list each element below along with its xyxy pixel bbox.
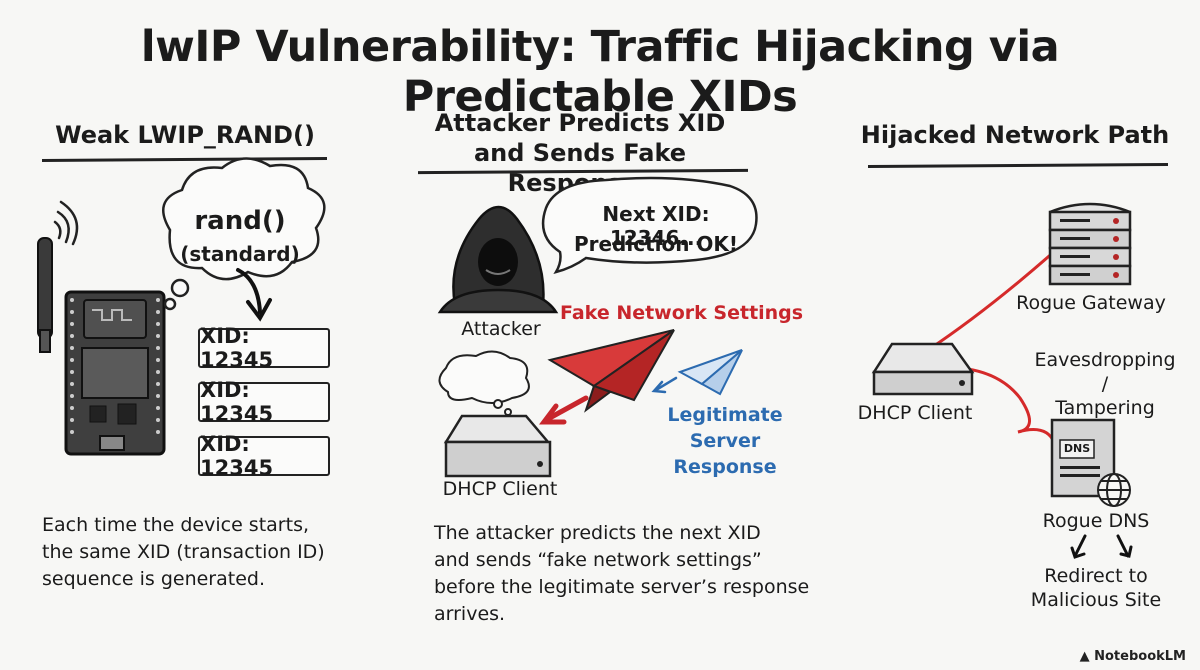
red-arrow-icon <box>539 395 589 425</box>
footer-text: NotebookLM <box>1094 649 1186 664</box>
col2-heading-line: Attacker Predicts XID <box>434 109 726 137</box>
eavesdropping-label: Eavesdropping / Tampering <box>1030 348 1180 420</box>
globe-icon <box>1097 473 1131 507</box>
red-paper-plane-icon <box>547 329 675 413</box>
eaves-line: Eavesdropping / <box>1034 349 1176 395</box>
col2-description-line: before the legitimate server’s response <box>434 576 810 598</box>
blue-paper-plane-icon <box>677 349 743 396</box>
notebooklm-watermark: ▲ NotebookLM <box>1080 649 1186 664</box>
attacker-label: Attacker <box>461 318 541 340</box>
redirect-line: Malicious Site <box>1030 589 1162 611</box>
dns-box-label: DNS <box>1063 442 1091 455</box>
col3-heading: Hijacked Network Path <box>860 121 1170 149</box>
col1-description-line: sequence is generated. <box>42 568 265 590</box>
antenna-icon <box>37 237 53 353</box>
col2-dhcp-client-label: DHCP Client <box>442 478 558 500</box>
circuit-board-icon <box>64 290 166 456</box>
thought-cloud-icon <box>162 157 326 311</box>
redirect-arrows-icon <box>1070 534 1133 559</box>
col3-dhcp-client-device-icon <box>871 342 975 396</box>
notebooklm-logo-icon: ▲ <box>1079 649 1090 664</box>
redirect-label: Redirect to Malicious Site <box>1026 564 1166 612</box>
wifi-signal-icon <box>53 200 79 246</box>
bubble-next-xid: Next XID: 12346... <box>602 202 710 250</box>
speech-bubble-icon <box>541 176 758 274</box>
hijack-path-lines <box>926 248 1058 444</box>
col2-description-line: arrives. <box>434 603 506 625</box>
small-thought-cloud-icon <box>438 350 530 416</box>
down-arrow-icon <box>236 268 272 322</box>
legitimate-response-label: Legitimate Server Response <box>640 402 810 480</box>
hooded-attacker-icon <box>437 205 559 314</box>
blue-arrow-icon <box>651 376 678 394</box>
col1-description-line: Each time the device starts, <box>42 514 310 536</box>
eaves-line: Tampering <box>1055 397 1155 419</box>
bubble-prediction-ok: Prediction OK! <box>573 232 739 256</box>
col3-dhcp-client-label: DHCP Client <box>857 402 973 424</box>
col2-description-line: and sends “fake network settings” <box>434 549 762 571</box>
legit-line: Legitimate Server <box>667 404 783 452</box>
rogue-gateway-label: Rogue Gateway <box>1016 292 1166 314</box>
col1-description-line: the same XID (transaction ID) <box>42 541 325 563</box>
col2-description-line: The attacker predicts the next XID <box>434 522 761 544</box>
cloud-rand: rand() <box>194 206 286 236</box>
col2-description: The attacker predicts the next XID and s… <box>434 520 814 628</box>
page-title: lwIP Vulnerability: Traffic Hijacking vi… <box>140 22 1060 122</box>
redirect-line: Redirect to <box>1044 565 1148 587</box>
cloud-standard: (standard) <box>180 242 300 266</box>
dhcp-client-device-icon <box>443 414 552 478</box>
fake-network-settings-label: Fake Network Settings <box>560 302 804 324</box>
rogue-dns-label: Rogue DNS <box>1042 510 1150 532</box>
rogue-dns-server-icon <box>1050 418 1116 498</box>
col1-description: Each time the device starts, the same XI… <box>42 512 342 593</box>
rogue-gateway-server-icon <box>1048 202 1132 286</box>
col1-heading: Weak LWIP_RAND() <box>55 121 315 149</box>
legit-line: Response <box>673 456 777 478</box>
